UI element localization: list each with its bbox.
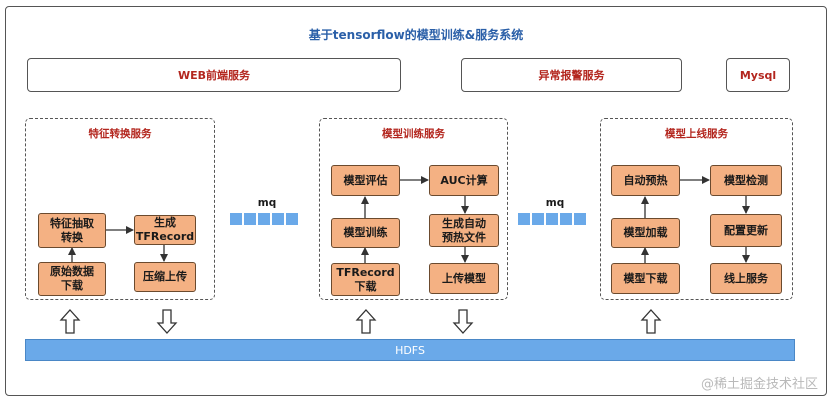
training-group-title: 模型训练服务 bbox=[382, 128, 445, 140]
model-check-box: 模型检测 bbox=[710, 165, 782, 196]
mq-label-right: mq bbox=[545, 197, 565, 209]
hdfs-up-arrow-online bbox=[640, 309, 662, 334]
upload-model-box: 上传模型 bbox=[429, 263, 499, 294]
feature-group-title: 特征转换服务 bbox=[88, 128, 152, 140]
mq-queue-left bbox=[230, 213, 298, 225]
hdfs-down-arrow-feature bbox=[156, 309, 178, 334]
mysql-service: Mysql bbox=[726, 58, 790, 92]
web-frontend-service: WEB前端服务 bbox=[27, 58, 401, 92]
hdfs-down-arrow-training bbox=[452, 309, 474, 334]
online-service-box: 线上服务 bbox=[710, 263, 782, 294]
model-training-group bbox=[319, 118, 508, 300]
model-train-box: 模型训练 bbox=[331, 218, 400, 248]
online-group-title: 模型上线服务 bbox=[665, 128, 728, 140]
auto-warmup-box: 自动预热 bbox=[611, 165, 680, 196]
mq-label-left: mq bbox=[257, 197, 277, 209]
model-download-box: 模型下载 bbox=[611, 263, 680, 294]
watermark: @稀土掘金技术社区 bbox=[700, 377, 818, 392]
feature-conversion-group bbox=[25, 118, 215, 300]
model-load-box: 模型加载 bbox=[611, 218, 680, 248]
feature-extract-box: 特征抽取 转换 bbox=[38, 213, 106, 248]
alarm-service: 异常报警服务 bbox=[461, 58, 682, 92]
hdfs-up-arrow-training bbox=[355, 309, 377, 334]
hdfs-storage-bar: HDFS bbox=[25, 339, 795, 361]
generate-tfrecord-box: 生成 TFRecord bbox=[134, 215, 196, 245]
hdfs-up-arrow-feature bbox=[59, 309, 81, 334]
config-update-box: 配置更新 bbox=[710, 214, 782, 247]
system-frame bbox=[5, 6, 827, 396]
tfrecord-download-box: TFRecord 下载 bbox=[331, 263, 400, 296]
raw-data-download-box: 原始数据 下载 bbox=[38, 262, 106, 296]
model-online-group bbox=[600, 118, 793, 300]
gen-warmup-file-box: 生成自动 预热文件 bbox=[429, 214, 499, 247]
mq-queue-right bbox=[518, 213, 586, 225]
model-evaluate-box: 模型评估 bbox=[331, 165, 400, 196]
diagram-title: 基于tensorflow的模型训练&服务系统 bbox=[308, 28, 524, 42]
compress-upload-box: 压缩上传 bbox=[134, 262, 196, 292]
auc-compute-box: AUC计算 bbox=[429, 165, 499, 196]
